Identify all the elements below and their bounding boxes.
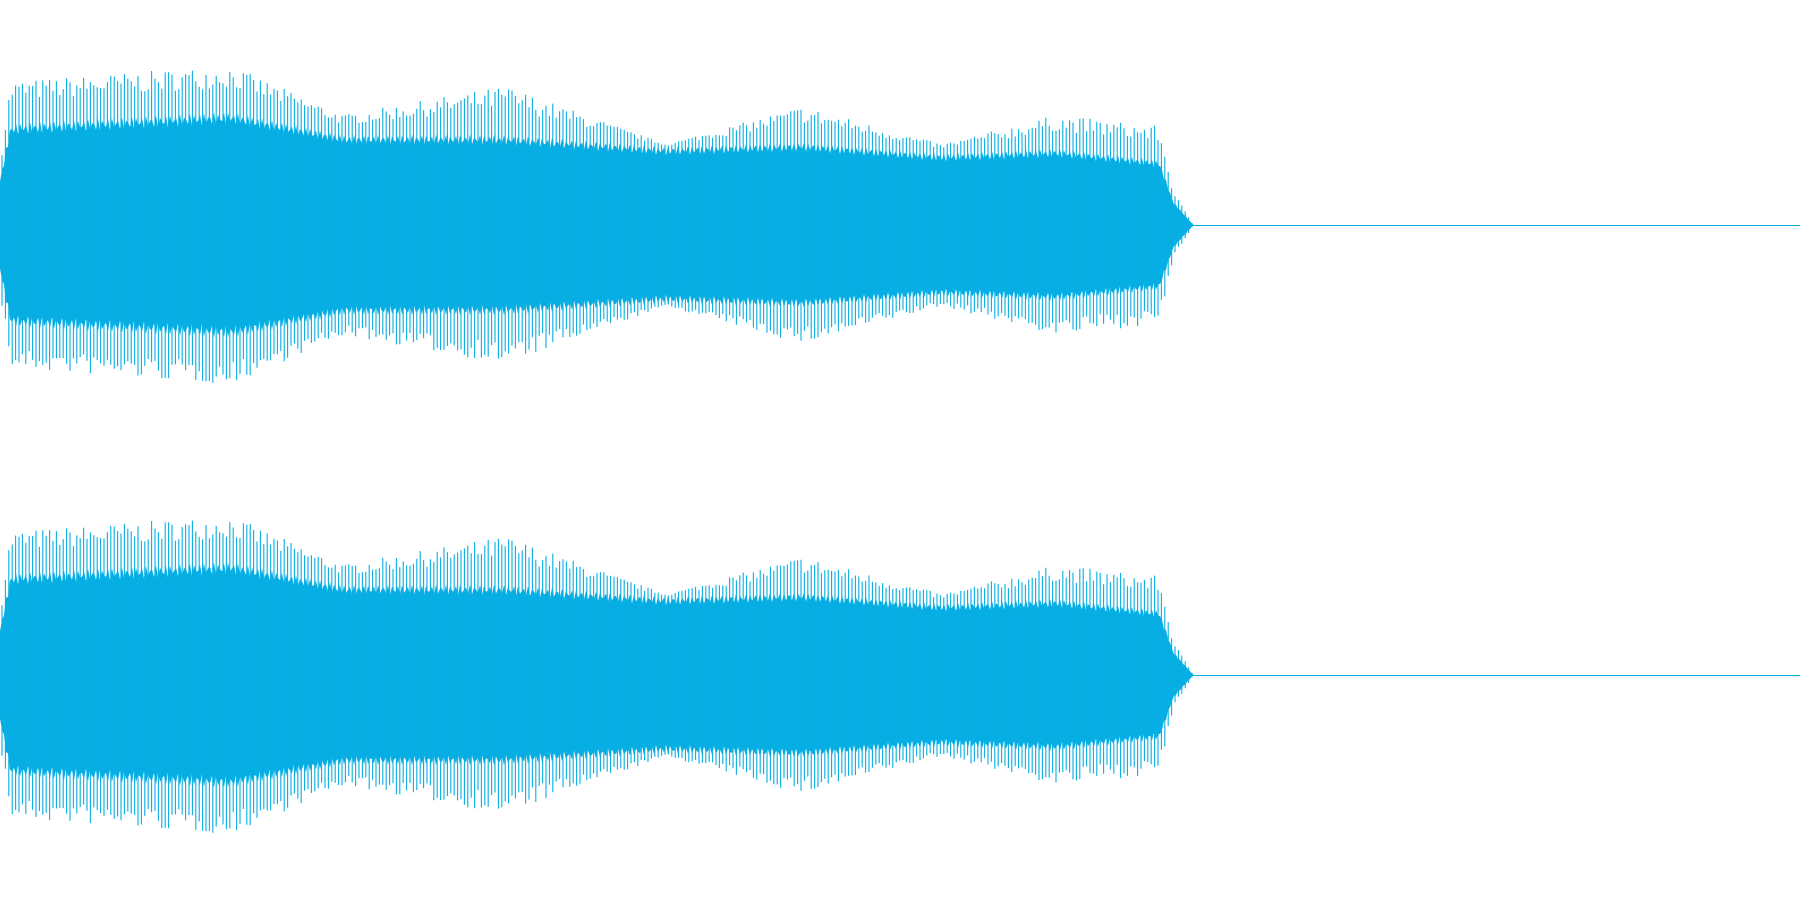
- waveform-peaks: [1, 520, 1193, 833]
- channel-right-waveform: [0, 520, 1800, 833]
- channel-left-waveform: [0, 70, 1800, 383]
- waveform-peaks: [1, 70, 1193, 383]
